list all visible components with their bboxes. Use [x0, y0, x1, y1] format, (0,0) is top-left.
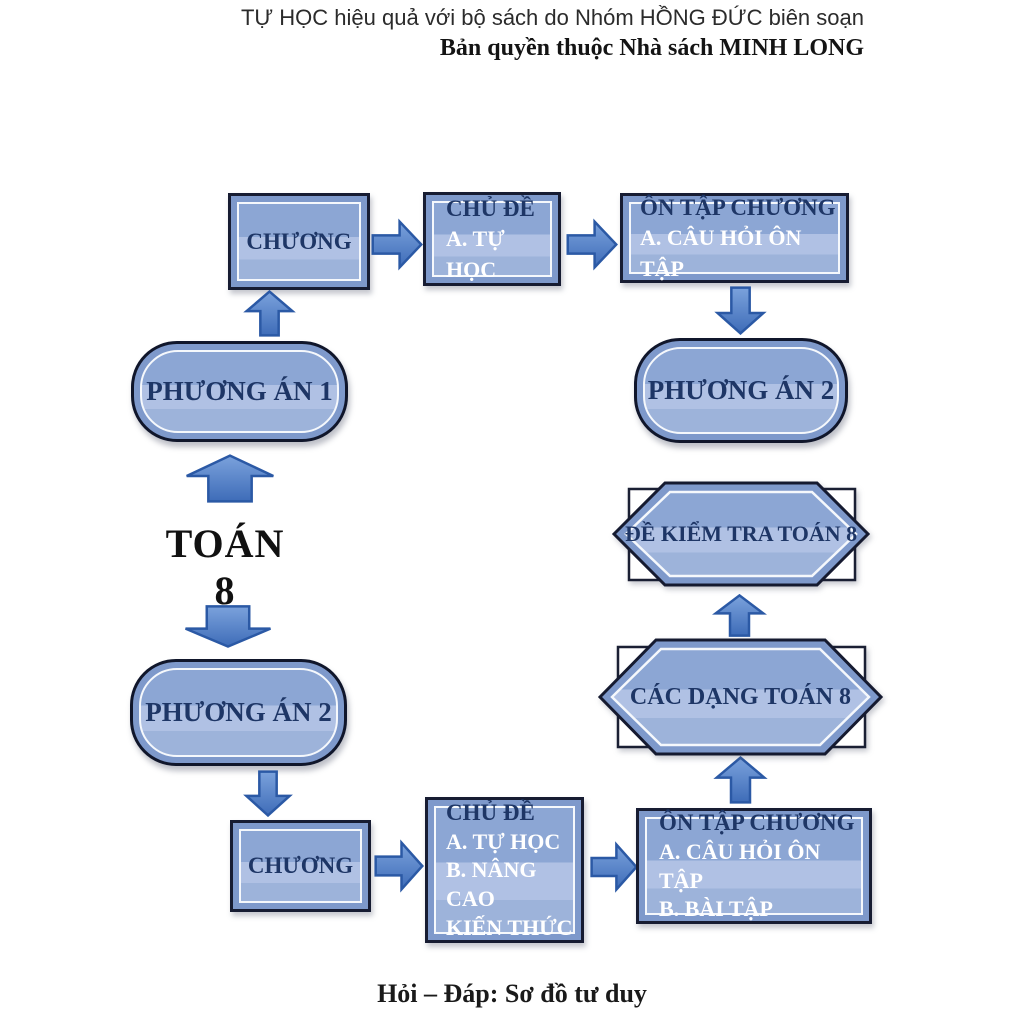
node-title: ÔN TẬP CHƯƠNG — [640, 194, 836, 220]
arrow-up-icon — [712, 756, 769, 804]
node-chude-bottom-body: CHỦ ĐỀ A. TỰ HỌC B. NÂNG CAO KIẾN THỨC — [434, 800, 575, 940]
header-line2: Bản quyền thuộc Nhà sách MINH LONG — [439, 35, 864, 62]
root-label-toan8: TOÁN 8 — [165, 521, 285, 613]
node-title: CHƯƠNG — [247, 853, 354, 879]
page-header: TỰ HỌC hiệu quả với bộ sách do Nhóm HỒNG… — [241, 5, 864, 63]
node-chuong-bottom-body: CHƯƠNG — [239, 829, 362, 903]
header-line1: TỰ HỌC hiệu quả với bộ sách do Nhóm HỒNG… — [240, 5, 864, 30]
node-chuong-bottom: CHƯƠNG — [230, 820, 371, 912]
arrow-right-icon — [374, 838, 424, 894]
arrow-up-icon — [711, 594, 768, 637]
hexagon-shape — [612, 480, 870, 588]
node-phuongan2-right: PHƯƠNG ÁN 2 — [634, 338, 848, 443]
node-title: CHỦ ĐỀ — [446, 195, 535, 221]
node-title: ÔN TẬP CHƯƠNG — [659, 810, 855, 836]
node-title: PHƯƠNG ÁN 1 — [146, 376, 333, 406]
node-phuongan2-right-body: PHƯƠNG ÁN 2 — [643, 347, 839, 434]
node-chuong-top: CHƯƠNG — [228, 193, 370, 290]
node-item: B. NÂNG CAO — [446, 857, 537, 911]
node-ontap-bottom: ÔN TẬP CHƯƠNG A. CÂU HỎI ÔN TẬP B. BÀI T… — [636, 808, 872, 924]
node-title: ĐỀ KIỂM TRA TOÁN 8 — [624, 521, 858, 546]
node-item: A. TỰ HỌC — [446, 225, 505, 282]
node-item: B. BÀI TẬP — [659, 896, 773, 922]
node-ontap-top: ÔN TẬP CHƯƠNG A. CÂU HỎI ÔN TẬP — [620, 193, 849, 283]
node-cacdang: CÁC DẠNG TOÁN 8 — [598, 637, 883, 757]
node-ontap-bottom-body: ÔN TẬP CHƯƠNG A. CÂU HỎI ÔN TẬP B. BÀI T… — [645, 810, 863, 921]
node-chuong-top-body: CHƯƠNG — [237, 202, 361, 281]
node-title: PHƯƠNG ÁN 2 — [647, 375, 835, 405]
arrow-up-icon — [242, 290, 297, 337]
node-phuongan1-body: PHƯƠNG ÁN 1 — [140, 350, 339, 433]
node-item: A. CÂU HỎI ÔN TẬP — [640, 224, 802, 281]
arrow-down-icon — [242, 770, 294, 817]
arrow-right-icon — [566, 217, 618, 272]
node-phuongan2-left: PHƯƠNG ÁN 2 — [130, 659, 347, 766]
node-phuongan1: PHƯƠNG ÁN 1 — [131, 341, 348, 442]
arrow-right-icon — [590, 840, 638, 894]
node-item: KIẾN THỨC — [446, 914, 573, 940]
node-title: PHƯƠNG ÁN 2 — [145, 697, 332, 727]
node-item: A. CÂU HỎI ÔN TẬP — [659, 839, 821, 893]
node-ontap-top-body: ÔN TẬP CHƯƠNG A. CÂU HỎI ÔN TẬP — [629, 195, 840, 281]
node-title: CÁC DẠNG TOÁN 8 — [629, 683, 852, 710]
arrow-right-icon — [371, 217, 423, 272]
arrow-down-icon — [179, 605, 277, 648]
page-caption: Hỏi – Đáp: Sơ đồ tư duy — [377, 979, 647, 1008]
arrow-down-icon — [713, 286, 768, 335]
node-chude-bottom: CHỦ ĐỀ A. TỰ HỌC B. NÂNG CAO KIẾN THỨC — [425, 797, 584, 943]
node-title: CHƯƠNG — [246, 228, 352, 254]
node-dekiemtra: ĐỀ KIỂM TRA TOÁN 8 — [612, 480, 870, 588]
node-chude-top-body: CHỦ ĐỀ A. TỰ HỌC — [432, 196, 552, 282]
node-chude-top: CHỦ ĐỀ A. TỰ HỌC — [423, 192, 561, 286]
hexagon-shape — [598, 637, 883, 757]
node-phuongan2-left-body: PHƯƠNG ÁN 2 — [139, 668, 338, 757]
node-title: CHỦ ĐỀ — [446, 799, 535, 825]
arrow-up-icon — [180, 454, 280, 503]
node-item: A. TỰ HỌC — [446, 828, 561, 854]
